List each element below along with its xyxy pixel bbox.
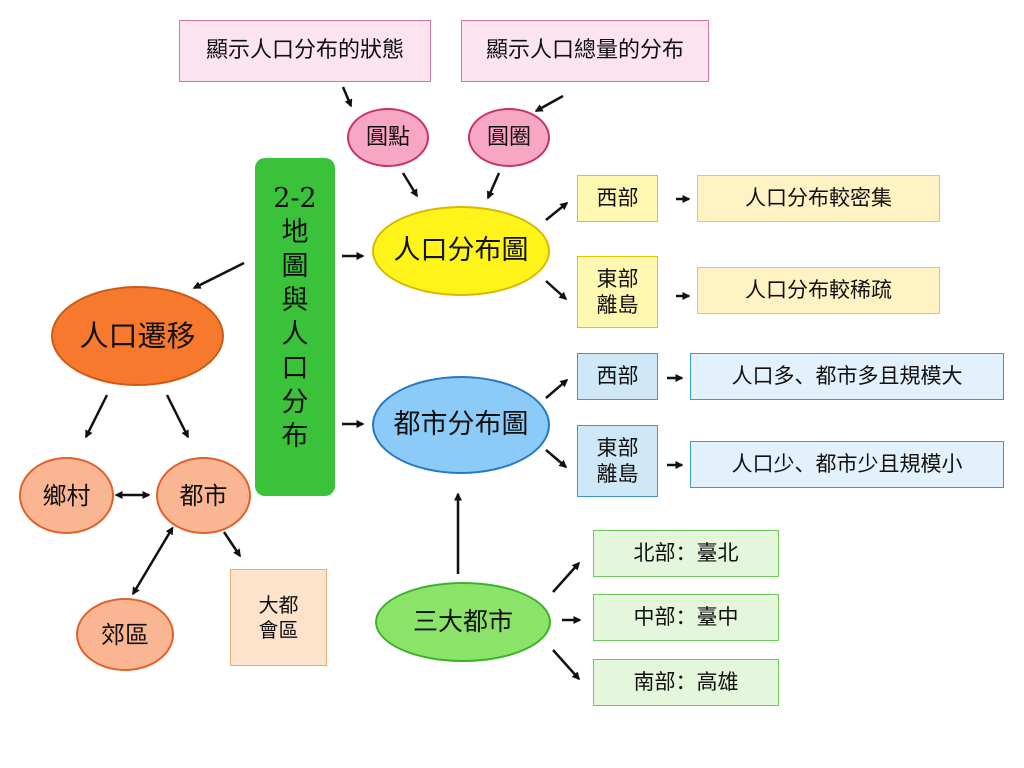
- city-east-line2: 離島: [596, 462, 639, 486]
- urban-node: 都市: [156, 457, 251, 534]
- center-topic: 2-2 地 圖 與 人 口 分 布: [255, 158, 335, 496]
- city-west-result: 人口多、都市多且規模大: [690, 353, 1004, 400]
- arrow-migration-to-urban: [165, 394, 190, 439]
- arrow-three-to-north: [552, 561, 581, 593]
- city-east-result: 人口少、都市少且規模小: [690, 441, 1004, 488]
- arrow-circle-to-popmap: [486, 172, 501, 200]
- center-line: 2-2: [273, 183, 317, 214]
- city-central: 中部：臺中: [593, 594, 779, 641]
- arrow-dot-to-popmap: [401, 172, 419, 198]
- metro-line2: 會區: [258, 617, 299, 642]
- city-east-box: 東部 離島: [577, 425, 658, 497]
- symbol-dot: 圓點: [347, 108, 429, 167]
- metro-line1: 大都: [258, 592, 299, 617]
- arrow-total-to-circle: [534, 94, 564, 113]
- arrow-popmap-to-west: [545, 202, 569, 221]
- arrow-urban-suburb: [131, 526, 174, 596]
- arrow-center-to-migration: [192, 261, 245, 290]
- center-line: 與: [281, 285, 309, 316]
- metro-area-box: 大都 會區: [230, 569, 327, 666]
- arrow-migration-to-rural: [84, 394, 109, 439]
- center-line: 地: [281, 217, 309, 248]
- pop-east-box: 東部 離島: [577, 256, 658, 328]
- population-map-node: 人口分布圖: [372, 206, 550, 296]
- city-east-line1: 東部: [596, 435, 639, 460]
- symbol-circle: 圓圈: [468, 108, 550, 167]
- arrow-state-to-dot: [341, 86, 353, 108]
- city-south: 南部：高雄: [593, 659, 779, 706]
- label-distribution-state: 顯示人口分布的狀態: [179, 20, 431, 82]
- arrow-popmap-to-east: [545, 280, 568, 301]
- center-line: 人: [281, 319, 309, 350]
- pop-east-line1: 東部: [596, 266, 639, 291]
- center-line: 分: [281, 387, 309, 418]
- rural-node: 鄉村: [19, 457, 114, 534]
- pop-west-box: 西部: [577, 175, 658, 222]
- suburb-node: 郊區: [76, 598, 174, 671]
- city-north: 北部：臺北: [593, 530, 779, 577]
- city-map-node: 都市分布圖: [372, 376, 550, 474]
- arrow-three-to-south: [552, 649, 581, 681]
- pop-east-result: 人口分布較稀疏: [697, 267, 940, 314]
- label-total-distribution: 顯示人口總量的分布: [461, 20, 709, 82]
- migration-node: 人口遷移: [51, 286, 224, 386]
- pop-east-line2: 離島: [596, 293, 639, 317]
- city-west-box: 西部: [577, 353, 658, 400]
- three-cities-node: 三大都市: [375, 582, 551, 662]
- center-line: 圖: [281, 251, 309, 282]
- arrow-citymap-to-east: [545, 449, 568, 468]
- center-line: 布: [281, 421, 309, 452]
- pop-west-result: 人口分布較密集: [697, 175, 940, 222]
- arrow-urban-to-metro: [222, 531, 242, 558]
- arrow-citymap-to-west: [545, 379, 569, 399]
- center-line: 口: [281, 353, 309, 384]
